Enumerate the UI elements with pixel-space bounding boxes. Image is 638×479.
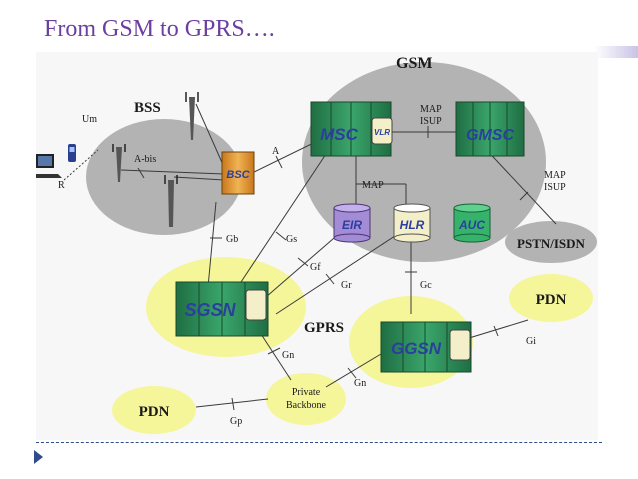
antenna-tower-icon [164,175,178,227]
gf-link [265,231,342,298]
gp-label: Gp [230,416,242,427]
antenna-tower-icon [185,92,199,140]
interface-ticks [137,126,529,411]
auc-label: AUC [458,218,485,232]
gb-label: Gb [226,234,238,245]
gsm-gprs-architecture-diagram: BSC MSC VLR GMSC EIR HLR AUC [36,52,598,440]
gmsc-pstn-link [480,143,557,225]
phone-icon [68,144,76,162]
pdn-left-label: PDN [139,404,170,420]
hlr-label: HLR [400,218,425,232]
msc-label: MSC [320,125,359,144]
bss-region [86,119,242,235]
next-arrow-icon[interactable] [34,450,43,464]
um-label: Um [82,114,97,125]
r-label: R [58,180,65,191]
gprs-label: GPRS [304,320,344,336]
pdn-right-label: PDN [536,292,567,308]
antenna-tower-icon [112,144,126,182]
gn-left-link [260,333,292,381]
backbone-label-2: Backbone [286,400,327,411]
gr-link [275,231,402,315]
map-top-label: MAP [420,104,442,115]
abis-label: A-bis [134,154,156,165]
gmsc-label: GMSC [466,127,514,144]
laptop-icon [36,154,62,178]
private-backbone-region [266,373,346,425]
isup-top-label: ISUP [420,116,442,127]
gb-link [207,201,217,288]
slide-title: From GSM to GPRS…. [44,16,275,42]
eir-node: EIR [333,203,371,243]
gs-label: Gs [286,234,297,245]
um-link [63,149,99,181]
map-right-label: MAP [544,170,566,181]
a-label: A [272,146,280,157]
sgsn-label: SGSN [184,300,236,320]
map-mid-label: MAP [362,180,384,191]
vlr-label: VLR [374,128,390,137]
hlr-node: HLR [393,203,431,243]
pstn-label: PSTN/ISDN [517,236,586,251]
gf-label: Gf [310,262,321,273]
abis-link-3 [195,103,225,168]
pdn-left-region [112,386,196,434]
gn-right-label: Gn [354,378,366,389]
gc-label: Gc [420,280,432,291]
eir-label: EIR [342,218,362,232]
gsm-label: GSM [396,55,432,72]
ggsn-node: GGSN [380,321,472,373]
sgsn-node: SGSN [175,281,269,337]
gs-link [240,153,327,283]
gn-right-link [325,353,382,388]
ggsn-label: GGSN [391,339,442,358]
bsc-label: BSC [226,169,250,181]
bss-label: BSS [134,100,161,116]
isup-right-label: ISUP [544,182,566,193]
bsc-node: BSC [221,151,255,195]
backbone-label-1: Private [292,387,321,398]
gn-left-label: Gn [282,350,294,361]
msc-node: MSC VLR [310,101,393,157]
gmsc-node: GMSC [455,101,525,157]
gr-label: Gr [341,280,352,291]
gp-link [195,398,269,408]
auc-node: AUC [453,203,491,243]
gi-label: Gi [526,336,536,347]
footer-divider [36,442,602,443]
pdn-right-region [509,274,593,322]
corner-decoration [594,46,638,58]
abis-link-2 [173,176,225,181]
pstn-region [505,221,597,263]
abis-link-1 [120,169,225,175]
